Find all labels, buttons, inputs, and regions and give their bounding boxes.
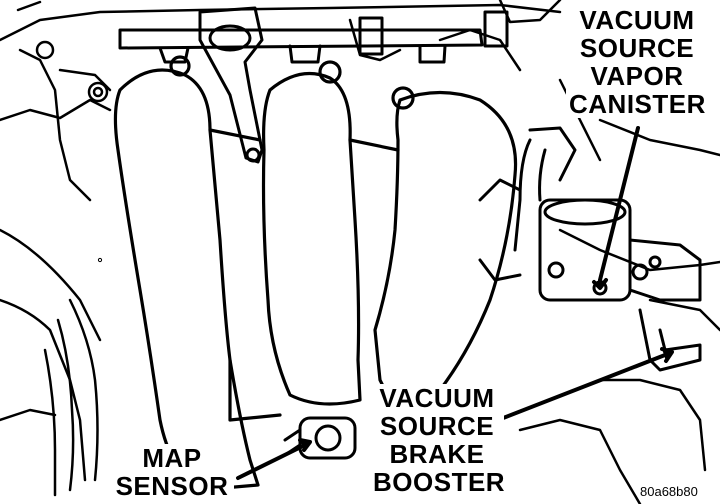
intake-manifold xyxy=(97,55,518,492)
label-vacuum-source-vapor-canister: VACUUM SOURCE VAPOR CANISTER xyxy=(566,6,708,118)
label-line: VAPOR xyxy=(590,61,684,91)
arrow-vacuum-vapor xyxy=(598,126,640,282)
map-sensor-part xyxy=(283,416,357,460)
wiring-harness xyxy=(43,298,99,497)
label-map-sensor: MAP SENSOR xyxy=(110,444,234,500)
label-line: SOURCE xyxy=(579,33,695,63)
label-line: VACUUM xyxy=(579,5,695,35)
leader-arrows xyxy=(236,126,674,480)
label-line: VACUUM xyxy=(379,383,495,413)
label-vacuum-source-brake-booster: VACUUM SOURCE BRAKE BOOSTER xyxy=(370,383,506,497)
figure-code: 80a68b80 xyxy=(640,484,698,499)
label-line: CANISTER xyxy=(569,89,706,119)
throttle-body xyxy=(478,126,702,372)
arrow-brake-booster xyxy=(496,353,667,422)
fuel-rail xyxy=(118,10,509,64)
arrow-map-sensor xyxy=(236,443,307,480)
label-line: MAP xyxy=(142,443,202,473)
label-line: SENSOR xyxy=(115,471,229,501)
label-line: SOURCE xyxy=(379,411,495,441)
label-line: BRAKE xyxy=(389,439,485,469)
label-line: BOOSTER xyxy=(373,467,506,497)
bracket-wrench xyxy=(198,6,264,164)
